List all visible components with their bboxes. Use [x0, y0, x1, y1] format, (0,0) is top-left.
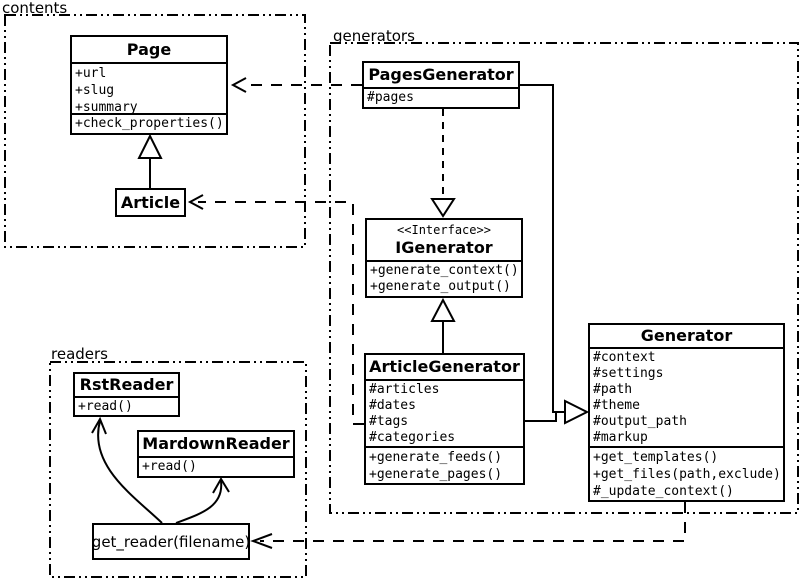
package-label-contents: contents	[2, 0, 68, 17]
attribute: #articles	[369, 381, 440, 397]
attribute: #output_path	[593, 414, 687, 429]
attribute: #context	[593, 350, 656, 365]
attributes-compartment: #pages	[364, 87, 518, 107]
class-box-generator: Generator #context #settings #path #them…	[588, 323, 785, 502]
method: +generate_pages()	[369, 467, 503, 482]
attribute: +url	[75, 66, 107, 81]
attribute: #dates	[369, 397, 416, 413]
methods-compartment: +read()	[75, 396, 178, 415]
class-title: <<Interface>> IGenerator	[367, 220, 521, 260]
methods-compartment: +generate_feeds() +generate_pages()	[366, 446, 523, 483]
dependency-generator-to-getreader	[250, 502, 686, 549]
class-box-mardownreader: MardownReader +read()	[137, 430, 295, 478]
class-box-rstreader: RstReader +read()	[73, 372, 180, 417]
class-title: Article	[117, 190, 184, 215]
class-title: MardownReader	[139, 432, 293, 456]
class-name: IGenerator	[395, 237, 493, 257]
attribute: +summary	[75, 100, 138, 115]
function-box-get-reader: get_reader(filename)	[92, 523, 250, 560]
methods-compartment: +check_properties()	[72, 113, 226, 133]
method: +read()	[142, 459, 197, 474]
generalization-articlegenerator-to-igenerator	[430, 297, 456, 353]
method: +generate_output()	[370, 279, 511, 294]
method: +read()	[78, 399, 133, 414]
attribute: #markup	[593, 430, 648, 445]
class-title: PagesGenerator	[364, 63, 518, 87]
function-label: get_reader(filename)	[91, 532, 251, 551]
class-box-articlegenerator: ArticleGenerator #articles #dates #tags …	[364, 353, 525, 485]
generalization-generators-to-generator	[520, 84, 590, 425]
attribute: #theme	[593, 398, 640, 413]
method: +generate_context()	[370, 263, 519, 278]
arrow-getreader-to-mardownreader	[175, 477, 230, 524]
attribute: #pages	[367, 90, 414, 105]
class-name: ArticleGenerator	[369, 356, 520, 376]
attribute: #path	[593, 382, 633, 397]
methods-compartment: +generate_context() +generate_output()	[367, 260, 521, 296]
class-name: PagesGenerator	[368, 65, 514, 84]
class-name: Article	[120, 192, 181, 212]
methods-compartment: +get_templates() +get_files(path,exclude…	[590, 446, 783, 500]
attribute: +slug	[75, 83, 115, 98]
attribute: #settings	[593, 366, 664, 381]
class-box-article: Article	[115, 188, 186, 217]
class-title: ArticleGenerator	[366, 355, 523, 379]
class-name: MardownReader	[142, 434, 290, 453]
dependency-articlegenerator-to-article	[187, 194, 364, 425]
dependency-pagesgenerator-to-page	[230, 77, 362, 93]
method: +get_files(path,exclude)	[593, 467, 781, 482]
generalization-article-to-page	[137, 133, 163, 188]
attribute: #tags	[369, 413, 409, 429]
class-stereotype: <<Interface>>	[397, 222, 491, 237]
class-name: RstReader	[79, 375, 174, 394]
arrow-getreader-to-rstreader	[91, 416, 163, 524]
class-box-igenerator: <<Interface>> IGenerator +generate_conte…	[365, 218, 523, 298]
package-border-contents	[4, 14, 306, 248]
attribute: #categories	[369, 429, 456, 445]
package-border-generators	[329, 42, 799, 514]
attributes-compartment: #articles #dates #tags #categories	[366, 378, 523, 446]
class-box-pagesgenerator: PagesGenerator #pages	[362, 61, 520, 109]
method: +get_templates()	[593, 450, 719, 465]
class-box-page: Page +url +slug +summary +check_properti…	[70, 35, 228, 135]
attributes-compartment: +url +slug +summary	[72, 62, 226, 115]
realization-pagesgenerator-to-igenerator	[430, 109, 456, 218]
method: +check_properties()	[75, 116, 224, 131]
method: #_update_context()	[593, 484, 734, 499]
method: +generate_feeds()	[369, 450, 503, 465]
attributes-compartment: #context #settings #path #theme #output_…	[590, 347, 783, 446]
class-name: Generator	[640, 326, 733, 345]
package-label-generators: generators	[333, 27, 415, 45]
package-border-readers	[49, 361, 307, 578]
methods-compartment: +read()	[139, 456, 293, 476]
class-title: RstReader	[75, 374, 178, 396]
class-title: Generator	[590, 325, 783, 347]
class-title: Page	[72, 37, 226, 62]
package-label-readers: readers	[51, 345, 108, 363]
class-name: Page	[126, 39, 172, 59]
